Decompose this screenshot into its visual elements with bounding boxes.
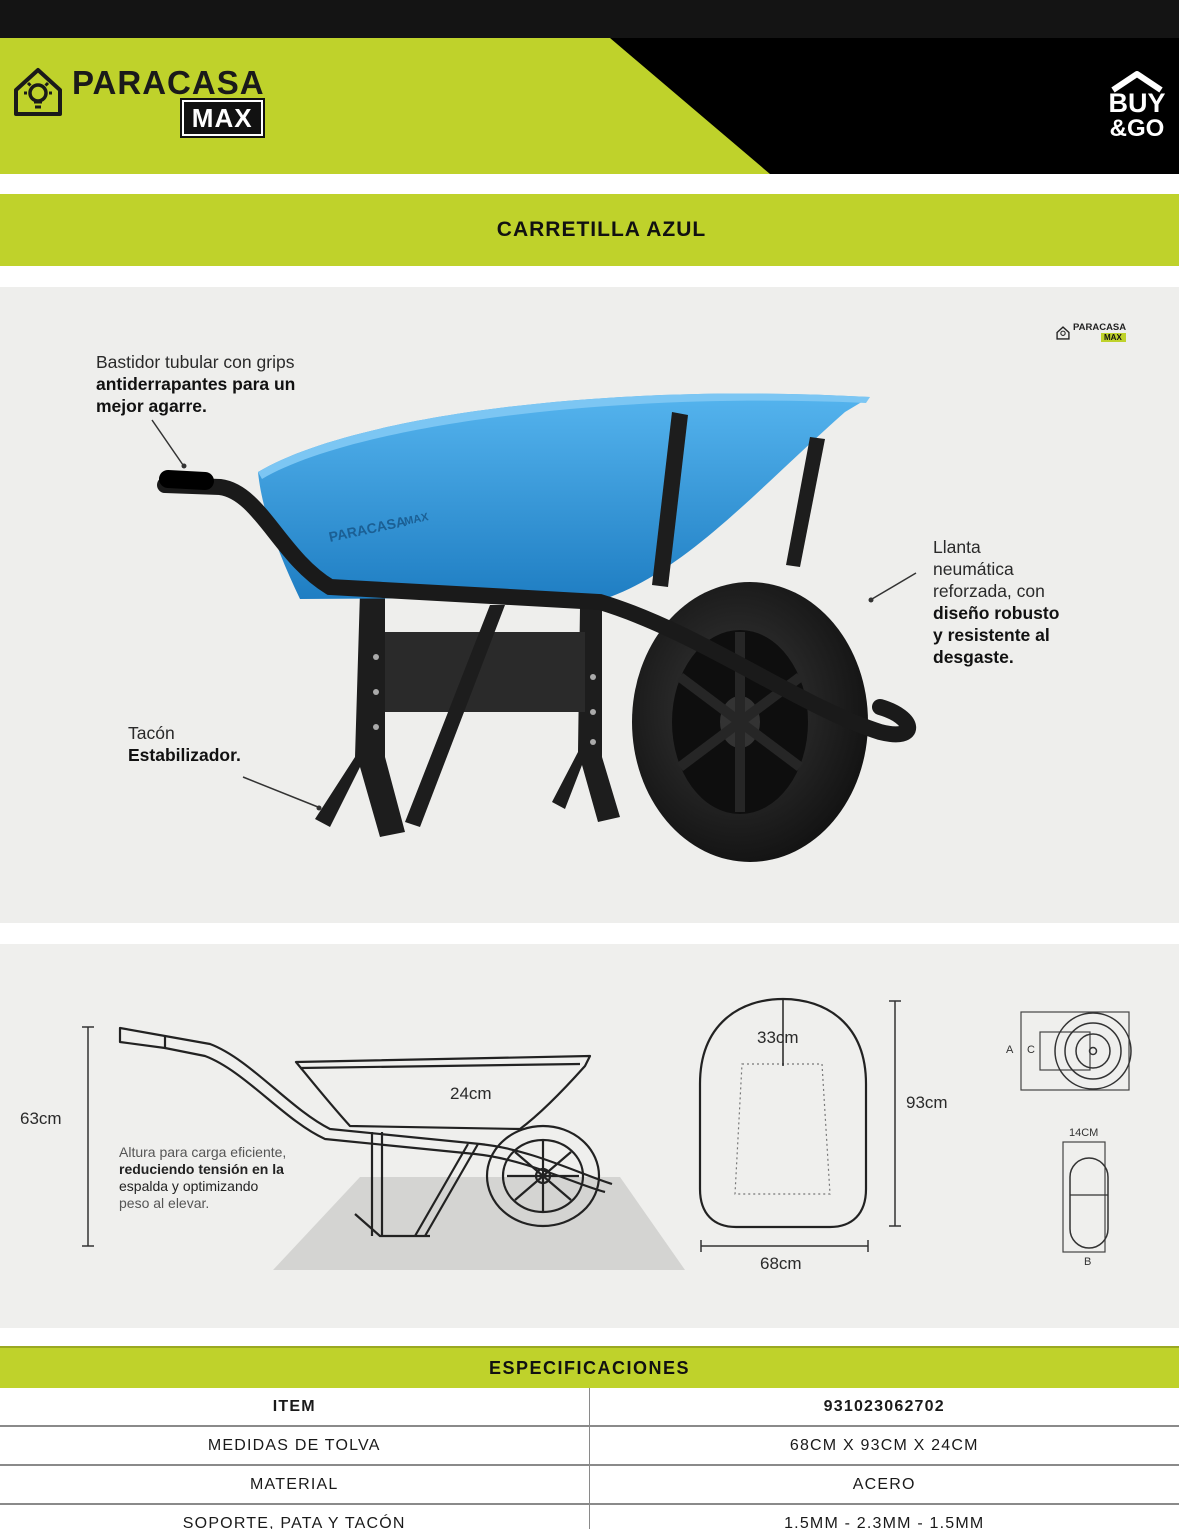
title-band: CARRETILLA AZUL: [0, 194, 1179, 266]
height-note-line1: Altura para carga eficiente,: [119, 1144, 287, 1160]
table-row: MATERIAL ACERO: [0, 1466, 1179, 1505]
frame-callout-line2: antiderrapantes para un: [96, 374, 296, 394]
tire-callout-line5: y resistente al: [933, 625, 1050, 645]
product-hero-panel: PARACASA MAX PARACASA MAX Bastidor tubul…: [0, 287, 1179, 923]
height-label: 63cm: [20, 1109, 62, 1128]
table-row: ITEM 931023062702: [0, 1388, 1179, 1427]
stand-callout: Tacón Estabilizador.: [128, 722, 241, 766]
buy-logo-line1: BUY: [1108, 88, 1165, 118]
table-row: MEDIDAS DE TOLVA 68CM X 93CM X 24CM: [0, 1427, 1179, 1466]
product-title: CARRETILLA AZUL: [496, 218, 707, 241]
dimension-drawings: [82, 997, 1132, 1270]
buy-and-go-logo: BUY &GO: [1108, 71, 1166, 142]
depth-label: 24cm: [450, 1084, 492, 1103]
height-note-line2: reduciendo tensión en la: [119, 1161, 284, 1177]
brand-name: PARACASA: [72, 64, 265, 101]
mini-brand-logo: PARACASA MAX: [1056, 322, 1127, 342]
header: PARACASA MAX BUY &GO: [0, 38, 1179, 174]
spec-value: 1.5MM - 2.3MM - 1.5MM: [784, 1514, 985, 1529]
tire-callout-line3: reforzada, con: [933, 581, 1045, 601]
table-row: SOPORTE, PATA Y TACÓN 1.5MM - 2.3MM - 1.…: [0, 1505, 1179, 1529]
dimensions-panel: 63cm 24cm 33cm 93cm 68cm A C 14CM B Altu…: [0, 944, 1179, 1328]
label-b: B: [1084, 1256, 1092, 1268]
house-lightbulb-icon: [1056, 325, 1070, 340]
spec-value: 931023062702: [823, 1397, 945, 1415]
tire-callout: Llanta neumática reforzada, con diseño r…: [933, 536, 1059, 668]
buy-logo-line2: &GO: [1110, 115, 1165, 142]
header-green-shape: [0, 38, 770, 174]
frame-callout-line1: Bastidor tubular con grips: [96, 352, 295, 372]
spec-label: MEDIDAS DE TOLVA: [0, 1427, 590, 1464]
length-label: 93cm: [906, 1093, 948, 1112]
wheel-width-label: 14CM: [1069, 1127, 1099, 1139]
stand-callout-line2: Estabilizador.: [128, 745, 241, 765]
specs-header: ESPECIFICACIONES: [0, 1346, 1179, 1388]
height-note-line3: espalda y optimizando: [119, 1178, 259, 1194]
tire-callout-line2: neumática: [933, 559, 1014, 579]
top-width-label: 33cm: [757, 1028, 799, 1047]
spec-label: ITEM: [0, 1388, 590, 1425]
mini-logo-name: PARACASA: [1073, 322, 1127, 333]
spec-label: MATERIAL: [0, 1466, 590, 1503]
tray-print-sub: MAX: [403, 511, 430, 528]
house-lightbulb-icon: [14, 68, 62, 116]
height-note-line4: peso al elevar.: [119, 1195, 210, 1211]
mini-logo-sub: MAX: [1101, 333, 1127, 342]
brand-sub: MAX: [179, 98, 265, 138]
stand-callout-line1: Tacón: [128, 723, 175, 743]
spec-label: SOPORTE, PATA Y TACÓN: [0, 1505, 590, 1529]
brand-logo: PARACASA MAX: [12, 64, 265, 138]
specs-table: ITEM 931023062702 MEDIDAS DE TOLVA 68CM …: [0, 1388, 1179, 1529]
top-strip: [0, 0, 1179, 38]
specs-title: ESPECIFICACIONES: [488, 1357, 691, 1378]
spec-value: 68CM X 93CM X 24CM: [789, 1436, 979, 1454]
wheelbarrow-illustration: PARACASA MAX: [151, 393, 917, 862]
height-note: Altura para carga eficiente, reduciendo …: [119, 1144, 339, 1212]
tire-callout-line4: diseño robusto: [933, 603, 1060, 623]
spec-value: ACERO: [852, 1475, 916, 1493]
label-a: A: [1006, 1044, 1014, 1056]
width-label: 68cm: [760, 1254, 802, 1273]
tire-callout-line6: desgaste.: [933, 647, 1014, 667]
frame-callout: Bastidor tubular con grips antiderrapant…: [96, 351, 295, 417]
tire-callout-line1: Llanta: [933, 537, 981, 557]
label-c: C: [1027, 1044, 1035, 1056]
frame-callout-line3: mejor agarre.: [96, 396, 207, 416]
